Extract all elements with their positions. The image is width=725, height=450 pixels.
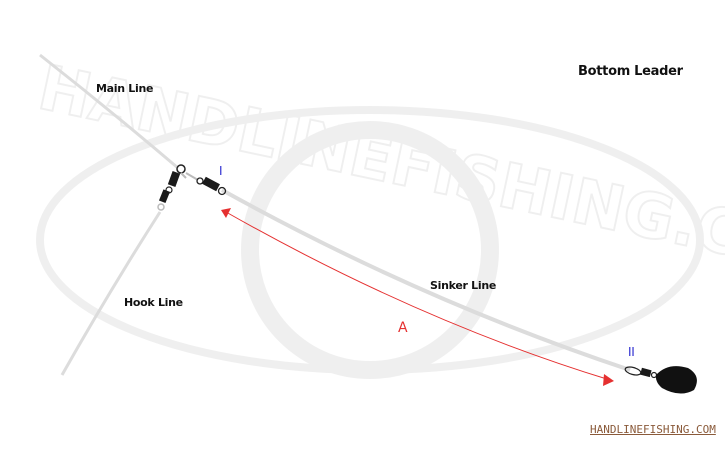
swivel-two (624, 366, 658, 379)
swivel-marker-one: I (219, 164, 223, 178)
diagram-title: Bottom Leader (578, 64, 683, 79)
sinker-weight (655, 366, 697, 394)
sinker-line-label: Sinker Line (430, 279, 497, 292)
sinker-line (221, 188, 631, 372)
main-line-label: Main Line (96, 82, 154, 95)
swivel-marker-two: II (628, 345, 635, 359)
hook-line-label: Hook Line (124, 296, 183, 309)
junction-swivel (157, 164, 187, 211)
hook-line (60, 211, 162, 376)
distance-marker-a: A (398, 320, 408, 336)
swivel-one (185, 172, 227, 196)
distance-arrow (221, 208, 614, 386)
site-link[interactable]: HANDLINEFISHING.COM (590, 423, 716, 436)
watermark: HANDLINEFISHING.COM (31, 50, 725, 379)
main-line (39, 53, 179, 170)
